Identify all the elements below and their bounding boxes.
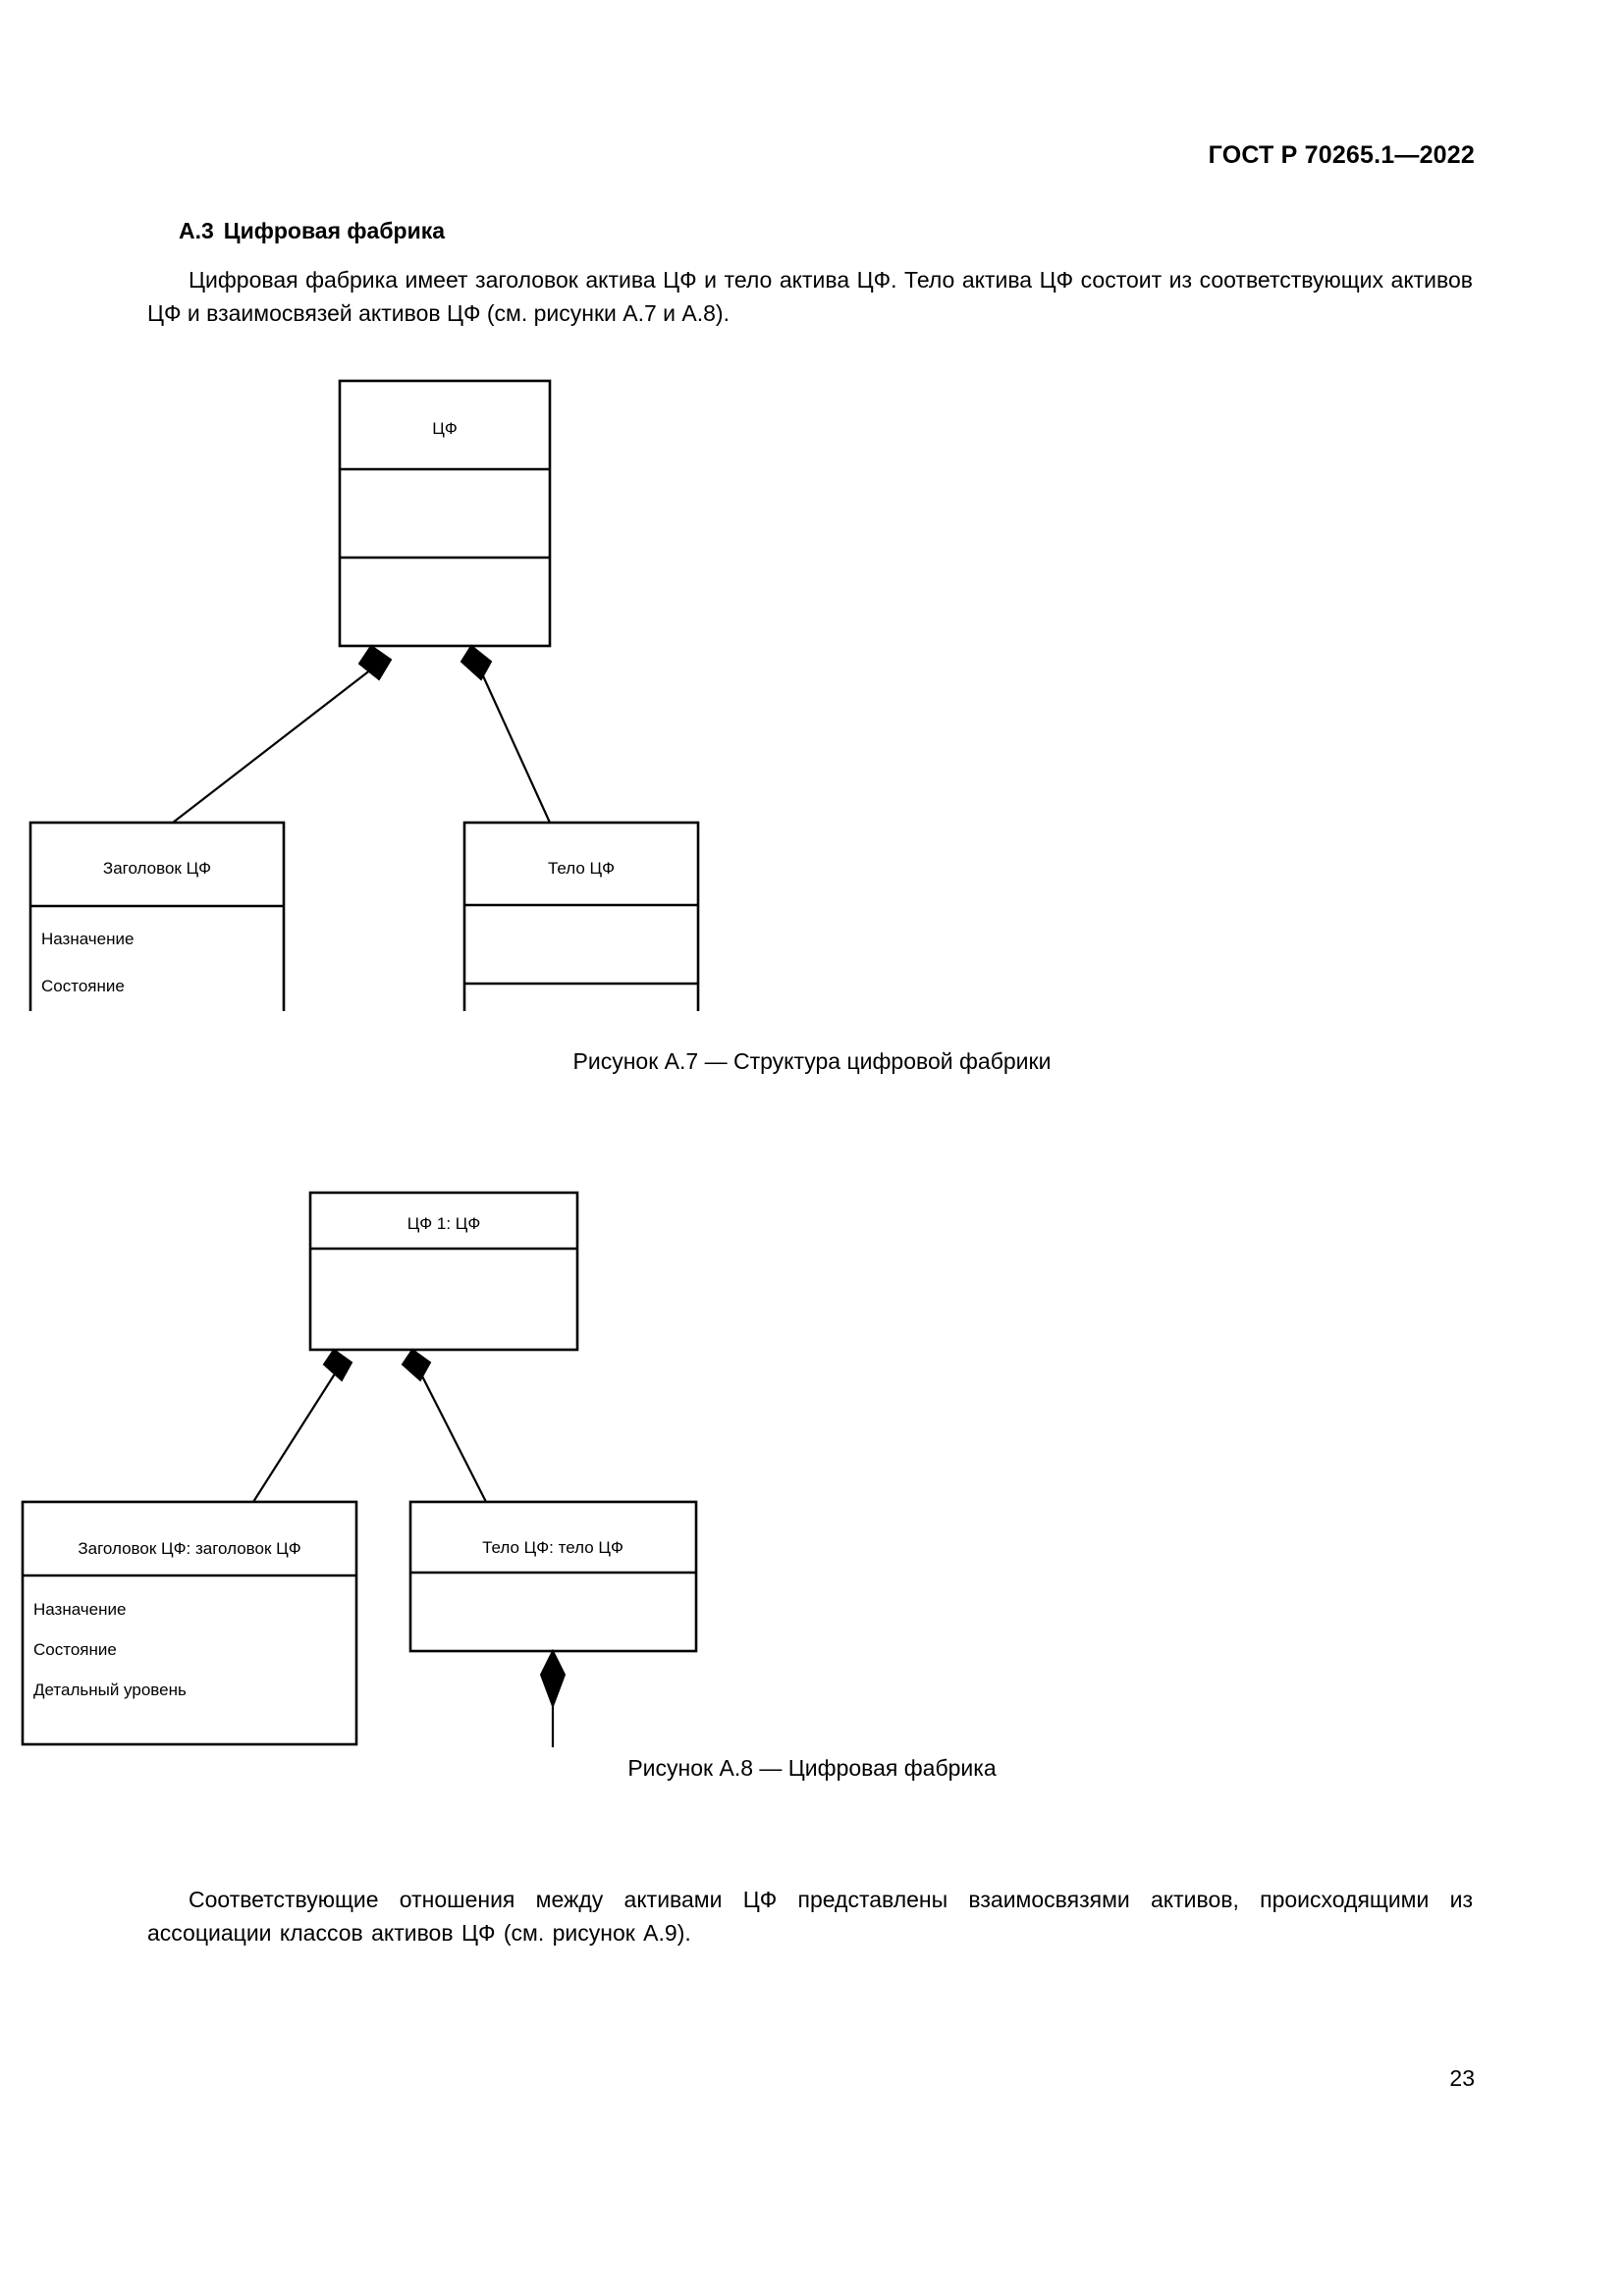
section-heading: А.3 Цифровая фабрика <box>179 218 445 244</box>
object-title-df-header: Заголовок ЦФ: заголовок ЦФ <box>78 1539 300 1558</box>
composition-diamond-body <box>460 644 493 681</box>
link-a8-df-header <box>252 1371 337 1503</box>
class-box-df-body: Тело ЦФ <box>462 821 700 1011</box>
figure-a7-diagram: ЦФ Заголовок ЦФ Назначение Состояние Дет… <box>0 363 1624 1011</box>
object-attr-detail-level: Детальный уровень <box>33 1681 187 1699</box>
page-number: 23 <box>1449 2065 1475 2091</box>
object-box-df: ЦФ 1: ЦФ <box>308 1191 579 1352</box>
object-title-df: ЦФ 1: ЦФ <box>407 1214 481 1233</box>
link-df-body <box>478 668 552 824</box>
object-box-df-body: Тело ЦФ: тело ЦФ <box>408 1500 698 1653</box>
link-df-header <box>172 668 372 824</box>
link-a8-body-asset2 <box>551 1706 555 1747</box>
section-number: А.3 <box>179 218 214 243</box>
object-box-df-header: Заголовок ЦФ: заголовок ЦФ Назначение Со… <box>21 1500 358 1746</box>
class-attr-purpose: Назначение <box>41 930 134 948</box>
composition-diamond-a8-body <box>401 1348 432 1382</box>
class-title-df-body: Тело ЦФ <box>548 859 615 878</box>
object-attr-state: Состояние <box>33 1640 117 1659</box>
document-header: ГОСТ Р 70265.1—2022 <box>1208 141 1475 169</box>
object-attr-purpose: Назначение <box>33 1600 126 1619</box>
section-title: Цифровая фабрика <box>223 218 446 243</box>
class-title-df: ЦФ <box>432 419 458 438</box>
link-a8-df-body <box>419 1371 487 1503</box>
class-title-df-header: Заголовок ЦФ <box>103 859 211 878</box>
composition-diamond-a8-assets <box>539 1648 567 1709</box>
class-attr-state: Состояние <box>41 977 125 995</box>
composition-diamond-header <box>357 644 393 681</box>
object-title-df-body: Тело ЦФ: тело ЦФ <box>482 1538 623 1557</box>
tail-paragraph: Соответствующие отношения между активами… <box>147 1887 1473 1946</box>
class-box-df-header: Заголовок ЦФ Назначение Состояние Деталь… <box>28 821 286 1011</box>
class-box-df: ЦФ <box>338 379 552 648</box>
figure-a8-diagram: ЦФ 1: ЦФ Заголовок ЦФ: заголовок ЦФ Назн… <box>0 1168 1624 1747</box>
intro-paragraph: Цифровая фабрика имеет заголовок актива … <box>147 267 1473 326</box>
figure-a7-caption: Рисунок А.7 — Структура цифровой фабрики <box>572 1048 1052 1074</box>
composition-diamond-a8-header <box>322 1348 353 1382</box>
figure-a8-caption: Рисунок А.8 — Цифровая фабрика <box>627 1755 997 1781</box>
